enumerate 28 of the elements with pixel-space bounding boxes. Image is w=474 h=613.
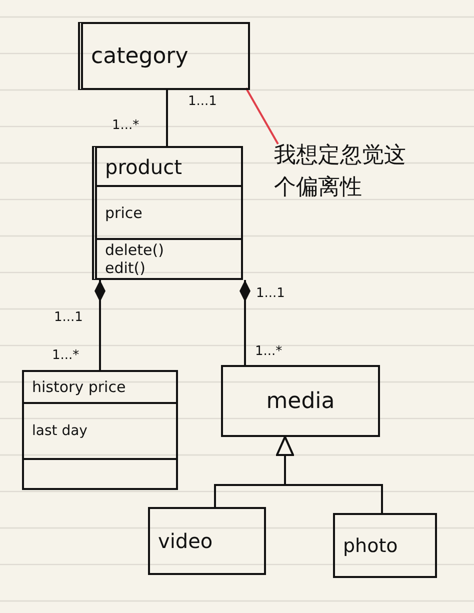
note-text: 我想定忽觉这个偏离性 <box>274 142 407 202</box>
inheritance-arrow <box>276 436 383 513</box>
class-member: price <box>105 204 142 222</box>
multiplicity-label: 1...1 <box>256 286 285 301</box>
multiplicity-label: 1...* <box>52 348 80 363</box>
class-member: delete() <box>105 241 164 259</box>
multiplicity-label: 1...* <box>112 118 140 133</box>
class-name: category <box>91 44 188 68</box>
multiplicity-label: 1...1 <box>54 310 83 325</box>
class-box <box>78 22 250 90</box>
class-name: video <box>158 529 213 553</box>
leader-line <box>245 88 279 144</box>
association-line <box>166 90 168 146</box>
class-name: history price <box>32 378 126 396</box>
class-box <box>22 370 178 490</box>
class-name: photo <box>343 534 398 556</box>
class-box <box>333 513 437 578</box>
class-name: product <box>105 154 182 178</box>
composition-line <box>240 280 250 365</box>
multiplicity-label: 1...* <box>255 344 282 359</box>
class-member: last day <box>32 423 88 439</box>
class-box <box>221 365 380 437</box>
class-box <box>148 507 266 575</box>
multiplicity-label: 1...1 <box>188 94 217 109</box>
class-box <box>92 146 243 280</box>
class-member: edit() <box>105 259 146 277</box>
class-name: media <box>266 388 335 414</box>
composition-line <box>94 280 106 370</box>
